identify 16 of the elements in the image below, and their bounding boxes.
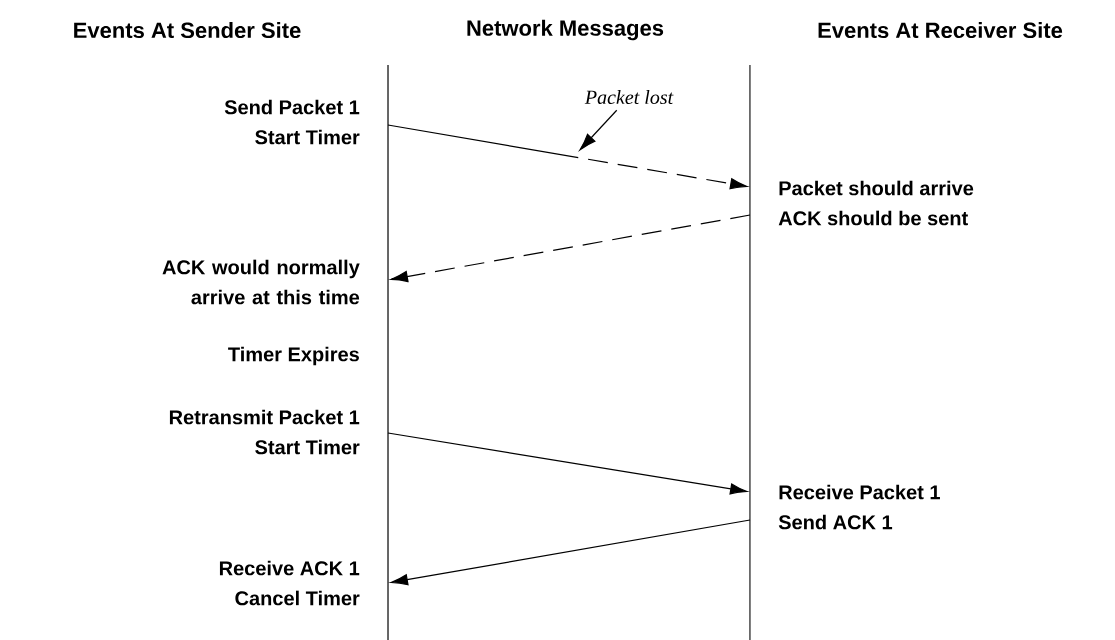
column-heading: Events At Receiver Site — [818, 21, 1063, 39]
column-heading: Network Messages — [467, 19, 664, 41]
column-heading: Events At Sender Site — [74, 21, 301, 39]
event-label: Packet should arrive ACK should be sent — [778, 180, 974, 226]
message-arrow — [390, 519, 751, 586]
message-arrow — [387, 432, 748, 495]
event-label: Retransmit Packet 1 Start Timer — [169, 409, 360, 455]
event-label: Receive Packet 1 Send ACK 1 — [778, 484, 940, 530]
annotation-label: Packet lost — [584, 89, 674, 105]
message-arrow — [387, 124, 748, 190]
event-label: ACK would normally arrive at this time — [162, 259, 360, 305]
leader-line — [579, 109, 618, 151]
event-label: Receive ACK 1 Cancel Timer — [219, 560, 360, 606]
event-label: Send Packet 1 Start Timer — [224, 99, 360, 145]
message-arrow — [390, 214, 751, 283]
event-label: Timer Expires — [228, 346, 359, 366]
